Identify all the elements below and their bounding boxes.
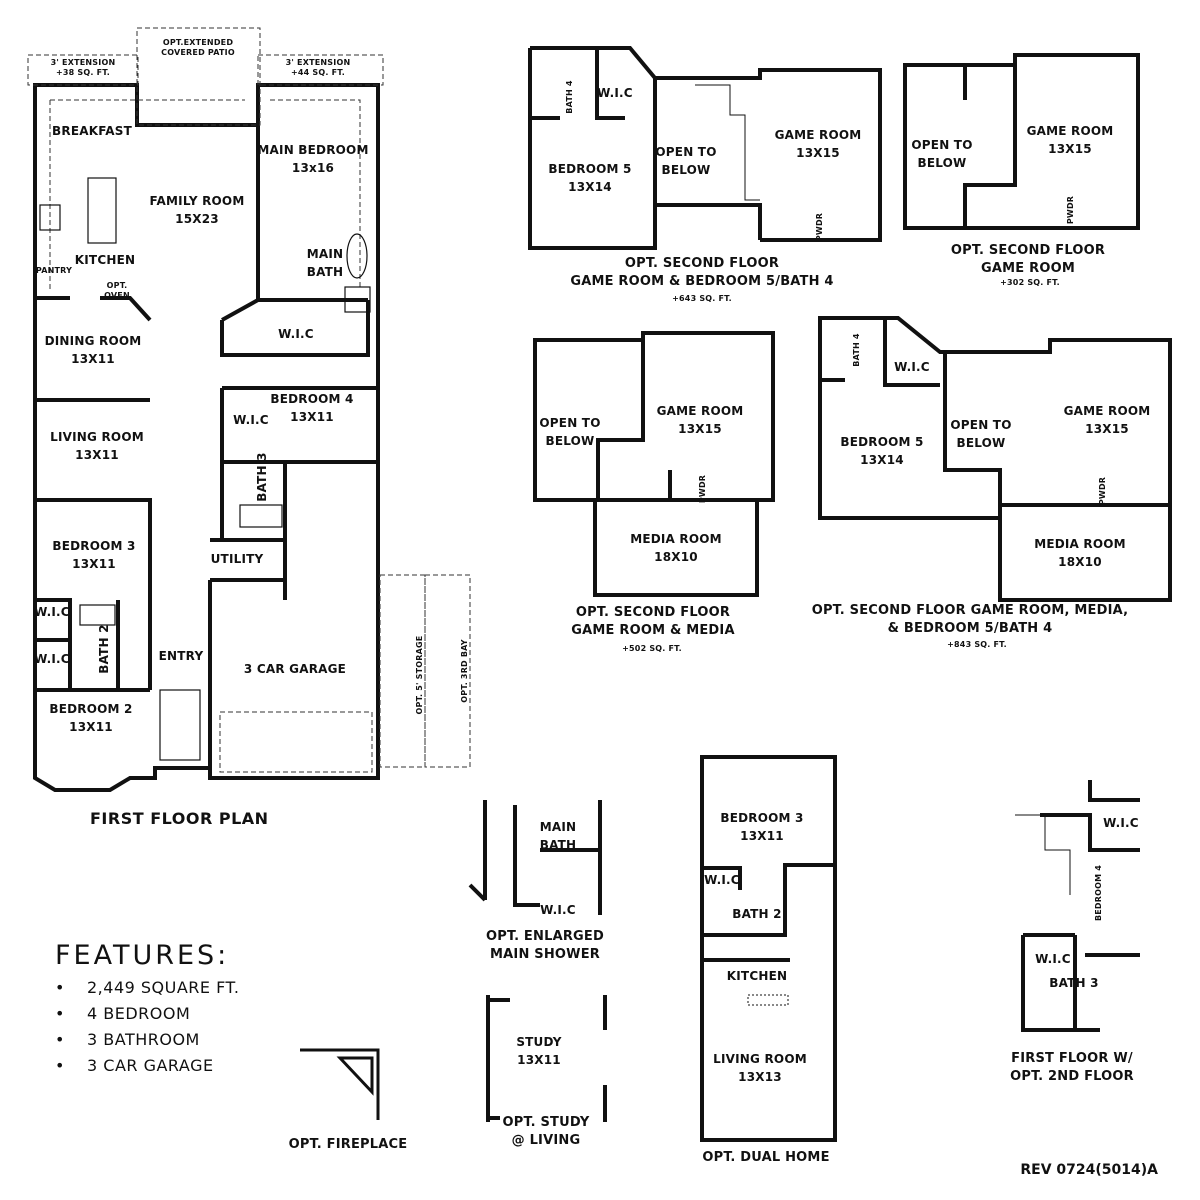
wic-1-label: W.I.C	[34, 605, 70, 619]
option-study-caption: OPT. STUDY@ LIVING	[502, 1115, 590, 1148]
opt-storage-label: OPT. 5' STORAGE	[415, 635, 424, 715]
option-d-area: +843 SQ. FT.	[947, 640, 1007, 649]
wic-label: W.I.C	[597, 86, 633, 100]
option-first2-caption: FIRST FLOOR W/OPT. 2ND FLOOR	[1010, 1051, 1134, 1084]
wic-label: W.I.C	[1103, 816, 1139, 830]
feature-item: •3 CAR GARAGE	[55, 1056, 214, 1075]
bath4-label: BATH 4	[852, 333, 861, 367]
option-dual-caption: OPT. DUAL HOME	[702, 1150, 830, 1165]
wic-label: W.I.C	[540, 903, 576, 917]
opt-3rd-bay-label: OPT. 3RD BAY	[460, 639, 469, 703]
garage-label: 3 CAR GARAGE	[243, 662, 347, 676]
bath4-label: BATH 4	[565, 80, 574, 114]
feature-item: •2,449 SQUARE FT.	[55, 978, 240, 997]
utility-label: UTILITY	[210, 552, 264, 566]
wic-2-label: W.I.C	[34, 652, 70, 666]
pwdr-label: PWDR	[698, 474, 707, 504]
pwdr-label: PWDR	[815, 212, 824, 242]
feature-item: •3 BATHROOM	[55, 1030, 200, 1049]
features-heading: FEATURES:	[55, 940, 230, 971]
option-d-caption: OPT. SECOND FLOOR GAME ROOM, MEDIA,& BED…	[811, 603, 1129, 636]
extension-right-label: 3' EXTENSION+44 SQ. FT.	[285, 58, 351, 77]
breakfast-label: BREAKFAST	[52, 124, 132, 138]
opt-oven-label: OPT.OVEN	[104, 281, 130, 300]
pwdr-label: PWDR	[1098, 476, 1107, 506]
option-a-area: +643 SQ. FT.	[672, 294, 732, 303]
feature-item: •4 BEDROOM	[55, 1004, 191, 1023]
revision-label: REV 0724(5014)A	[1020, 1162, 1158, 1178]
kitchen-label: KITCHEN	[726, 969, 788, 983]
option-fireplace-caption: OPT. FIREPLACE	[288, 1137, 408, 1152]
bedroom4-label: BEDROOM 4	[1094, 864, 1103, 922]
kitchen-label: KITCHEN	[74, 253, 136, 267]
pwdr-label: PWDR	[1066, 195, 1075, 225]
bath-2-label: BATH 2	[97, 624, 111, 674]
entry-label: ENTRY	[158, 649, 204, 663]
wic-label: W.I.C	[894, 360, 930, 374]
features-list: FEATURES: •2,449 SQUARE FT. •4 BEDROOM •…	[55, 940, 240, 1079]
wic2-label: W.I.C	[1035, 952, 1071, 966]
wic-label: W.I.C	[704, 873, 740, 887]
option-b-area: +302 SQ. FT.	[1000, 278, 1060, 287]
pantry-label: PANTRY	[35, 266, 73, 275]
extension-left-label: 3' EXTENSION+38 SQ. FT.	[50, 58, 116, 77]
bath2-label: BATH 2	[732, 907, 782, 921]
bath3-label: BATH 3	[1049, 976, 1099, 990]
bath-3-label: BATH 3	[255, 452, 269, 502]
wic-main-label: W.I.C	[278, 327, 314, 341]
wic-bedroom4-label: W.I.C	[233, 413, 269, 427]
option-c-area: +502 SQ. FT.	[622, 644, 682, 653]
first-floor-title: FIRST FLOOR PLAN	[90, 809, 269, 828]
